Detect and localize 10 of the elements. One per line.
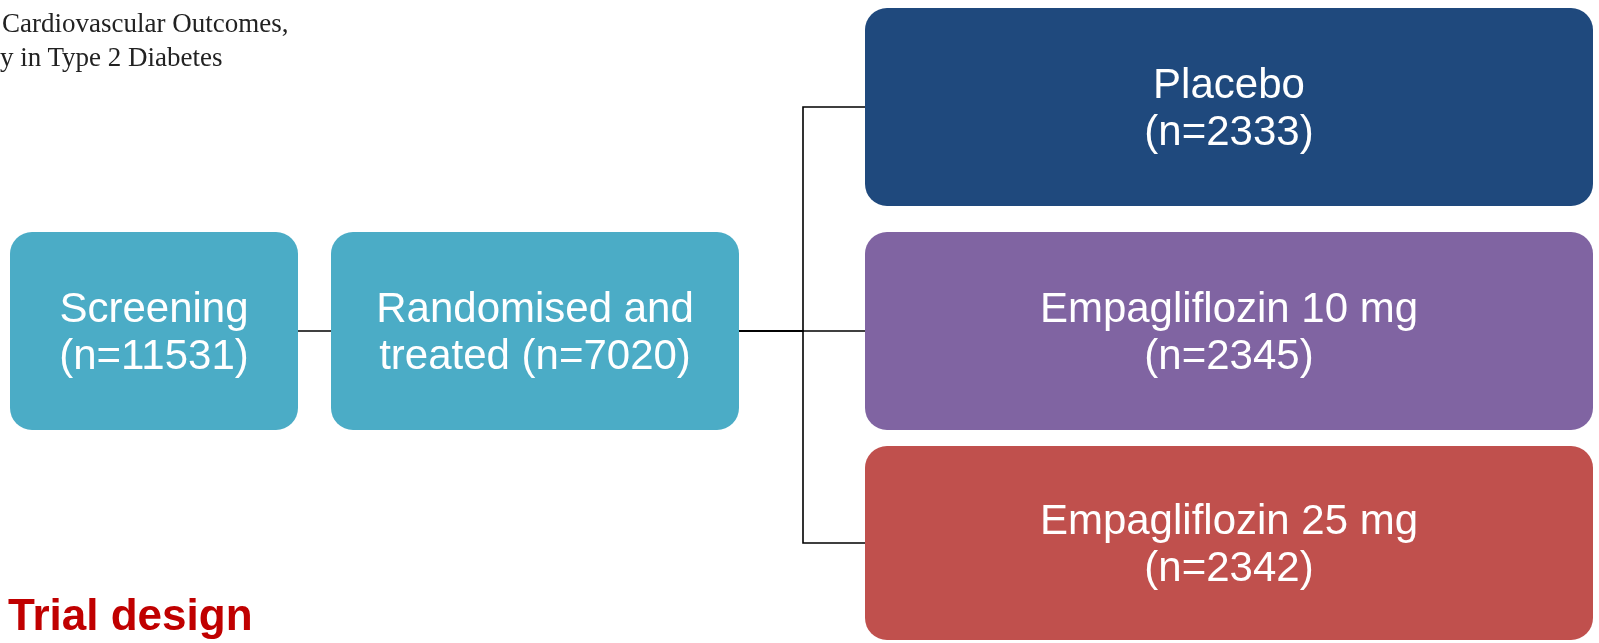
heading: Trial design — [8, 590, 253, 640]
process-box: Randomised and treated (n=7020) — [331, 232, 739, 430]
treatment-arm-box: Empagliflozin 10 mg (n=2345) — [865, 232, 1593, 430]
treatment-arm-box: Placebo (n=2333) — [865, 8, 1593, 206]
subtitle-text: y in Type 2 Diabetes — [0, 42, 223, 73]
treatment-arm-box: Empagliflozin 25 mg (n=2342) — [865, 446, 1593, 640]
connector-line — [738, 330, 866, 544]
subtitle-text: Cardiovascular Outcomes, — [2, 8, 289, 39]
process-box: Screening (n=11531) — [10, 232, 298, 430]
connector-line — [297, 330, 332, 332]
